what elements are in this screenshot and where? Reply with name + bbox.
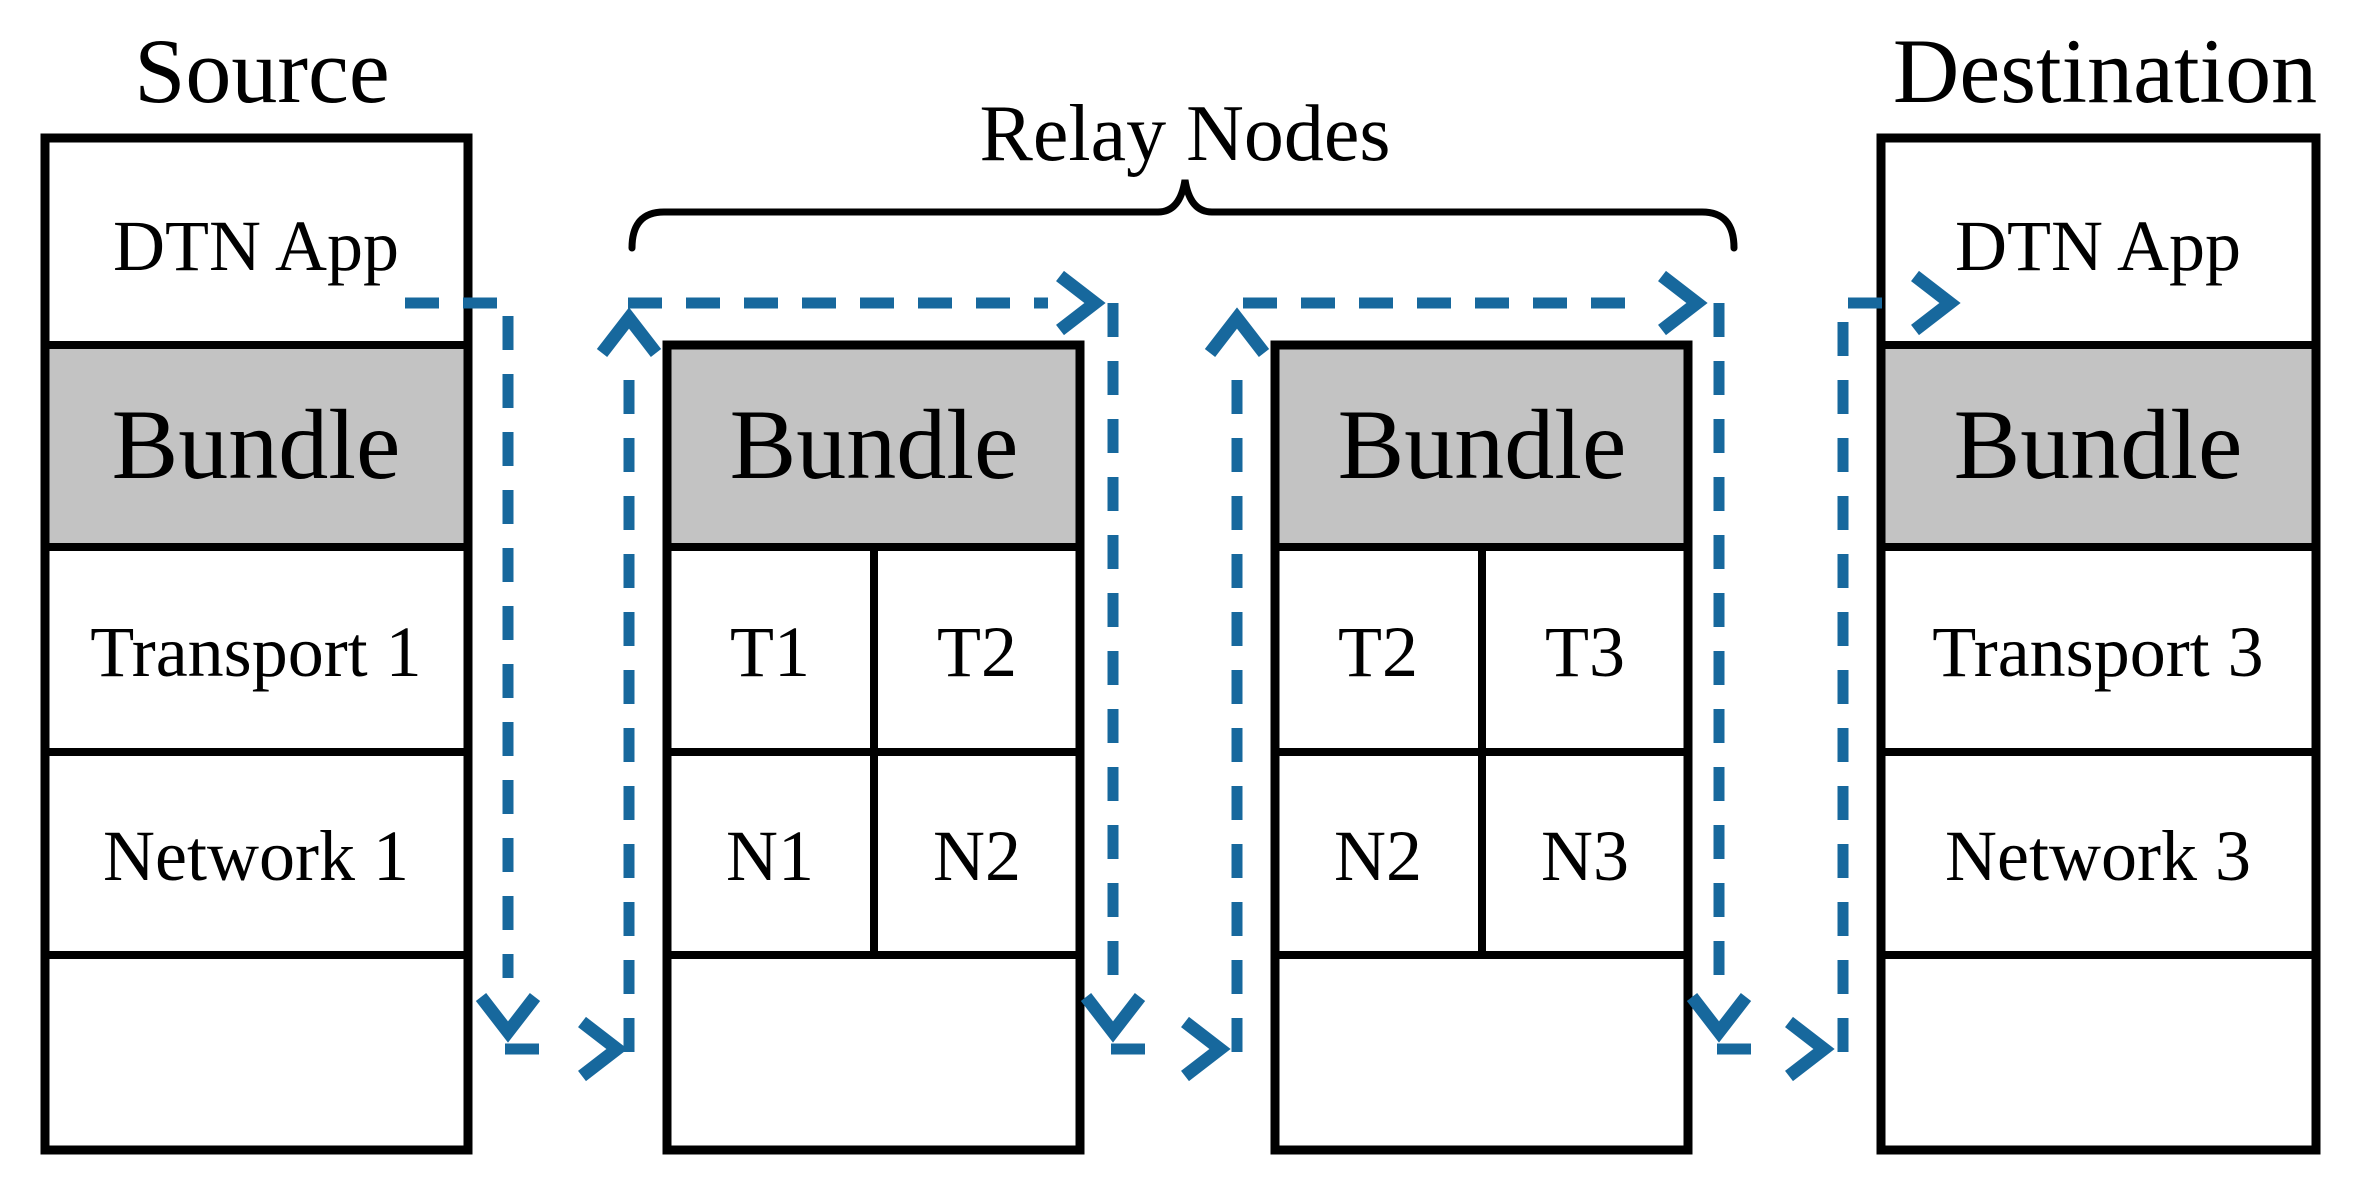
flow-source-down-line	[405, 297, 514, 978]
destination-layer-bundle: Bundle	[1954, 389, 2243, 500]
relay2-cell-n3: N3	[1541, 816, 1629, 896]
destination-title: Destination	[1893, 20, 2317, 122]
relay1-cell-t2: T2	[937, 612, 1017, 692]
source-stack: DTN App Bundle Transport 1 Network 1	[40, 133, 473, 1155]
source-layer-network: Network 1	[103, 816, 409, 896]
destination-layer-dtn-app: DTN App	[1955, 206, 2241, 286]
bundle-flow-path	[405, 270, 1961, 1082]
relay1-layer-bundle: Bundle	[730, 389, 1019, 500]
relay-nodes-title: Relay Nodes	[979, 90, 1390, 178]
relay2-cell-t2: T2	[1338, 612, 1418, 692]
relay2-cell-n2: N2	[1334, 816, 1422, 896]
flow-destination-up-line	[1837, 297, 1900, 1052]
relay1-bundle-highlight	[667, 345, 1080, 547]
destination-stack: DTN App Bundle Transport 3 Network 3	[1876, 133, 2321, 1155]
relay2-layer-bundle: Bundle	[1338, 389, 1627, 500]
arrowhead-down-icon	[475, 993, 541, 1043]
arrowhead-down-icon	[1686, 993, 1752, 1043]
relay2-cell-t3: T3	[1545, 612, 1625, 692]
relay2-stack-frame	[1270, 340, 1693, 1155]
arrowhead-right-icon	[1911, 270, 1961, 336]
relay1-cell-n2: N2	[933, 816, 1021, 896]
arrowhead-right-icon	[1056, 270, 1106, 336]
arrowhead-down-icon	[1080, 993, 1146, 1043]
destination-stack-frame	[1876, 133, 2321, 1155]
relay1-stack-frame	[662, 340, 1085, 1155]
arrowhead-up-icon	[1204, 307, 1270, 357]
arrowhead-up-icon	[596, 307, 662, 357]
destination-layer-network: Network 3	[1945, 816, 2251, 896]
destination-bundle-highlight	[1881, 345, 2316, 547]
source-stack-frame	[40, 133, 473, 1155]
source-layer-bundle: Bundle	[112, 389, 401, 500]
relay-node-1-stack: Bundle T1 T2 N1 N2	[662, 340, 1085, 1155]
relay2-bundle-highlight	[1275, 345, 1688, 547]
destination-layer-transport: Transport 3	[1932, 612, 2263, 692]
source-bundle-highlight	[45, 345, 468, 547]
relay1-cell-t1: T1	[730, 612, 810, 692]
relay-nodes-brace	[628, 179, 1738, 252]
relay1-cell-n1: N1	[726, 816, 814, 896]
relay-node-2-stack: Bundle T2 T3 N2 N3	[1270, 340, 1693, 1155]
arrowhead-right-icon	[1181, 1016, 1231, 1082]
source-title: Source	[134, 20, 389, 122]
source-layer-transport: Transport 1	[90, 612, 421, 692]
arrowhead-right-icon	[578, 1016, 628, 1082]
arrowhead-right-icon	[1785, 1016, 1835, 1082]
source-layer-dtn-app: DTN App	[113, 206, 399, 286]
arrowhead-right-icon	[1658, 270, 1708, 336]
